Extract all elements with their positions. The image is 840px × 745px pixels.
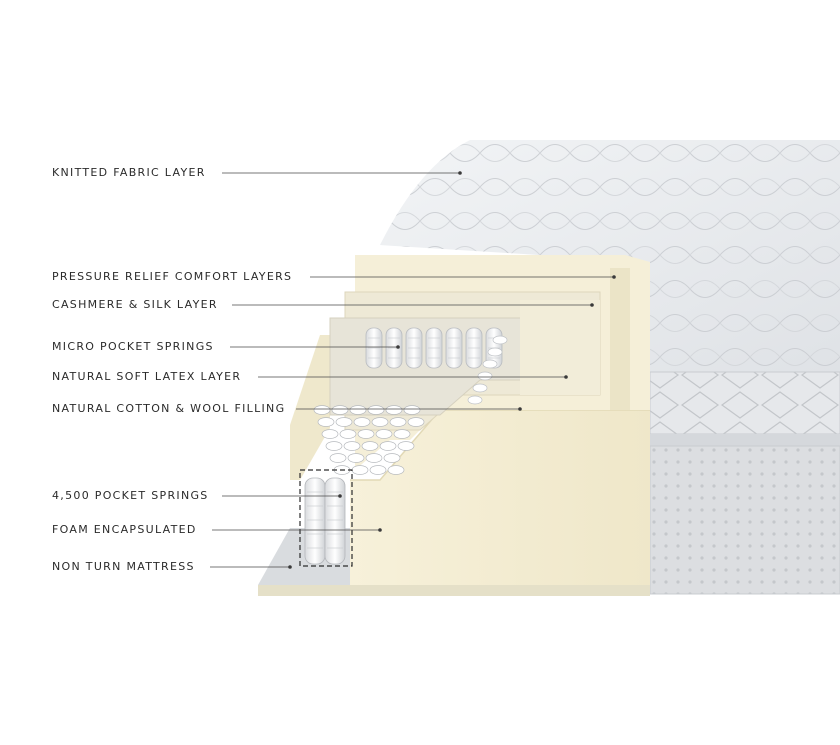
- pocket-spring-top: [325, 441, 343, 451]
- pocket-spring-top: [357, 429, 375, 439]
- micro-spring-top: [472, 383, 488, 393]
- pocket-spring-top: [371, 417, 389, 427]
- label-micro-pocket-springs: MICRO POCKET SPRINGS: [52, 340, 214, 353]
- pocket-spring-top: [339, 429, 357, 439]
- pocket-spring: [324, 477, 346, 565]
- pocket-spring-top: [407, 417, 425, 427]
- micro-spring: [365, 327, 383, 369]
- leader-dot-foam-encapsulated: [378, 528, 382, 532]
- label-cashmere-silk-layer: CASHMERE & SILK LAYER: [52, 298, 218, 311]
- pocket-spring-top: [385, 405, 403, 415]
- callout-leader-lines: [210, 171, 616, 569]
- pocket-spring-top: [313, 405, 331, 415]
- pocket-spring: [304, 477, 326, 565]
- pocket-springs-block: [299, 405, 425, 567]
- pocket-spring-top: [397, 441, 415, 451]
- foam-encapsulation: [290, 335, 650, 585]
- leader-dot-natural-cotton-wool-filling: [518, 407, 522, 411]
- leader-dot-knitted-fabric-layer: [458, 171, 462, 175]
- pocket-spring-top: [389, 417, 407, 427]
- label-foam-encapsulated: FOAM ENCAPSULATED: [52, 523, 197, 536]
- leader-dot-pocket-springs: [338, 494, 342, 498]
- pocket-spring-top: [367, 405, 385, 415]
- pocket-spring-top: [403, 405, 421, 415]
- micro-spring: [385, 327, 403, 369]
- micro-spring-top: [477, 371, 493, 381]
- micro-spring-top: [467, 395, 483, 405]
- micro-spring: [405, 327, 423, 369]
- micro-spring-top: [492, 335, 508, 345]
- micro-spring-top: [482, 359, 498, 369]
- micro-spring: [465, 327, 483, 369]
- pocket-spring-top: [365, 453, 383, 463]
- pocket-spring-top: [321, 429, 339, 439]
- pocket-spring-top: [343, 441, 361, 451]
- label-non-turn-mattress: NON TURN MATTRESS: [52, 560, 195, 573]
- pocket-spring-top: [331, 405, 349, 415]
- label-knitted-fabric-layer: KNITTED FABRIC LAYER: [52, 166, 206, 179]
- pocket-spring-top: [347, 453, 365, 463]
- pocket-spring-top: [317, 417, 335, 427]
- micro-spring-top: [487, 347, 503, 357]
- pocket-spring-top: [369, 465, 387, 475]
- label-natural-cotton-wool-filling: NATURAL COTTON & WOOL FILLING: [52, 402, 286, 415]
- pocket-spring-top: [393, 429, 411, 439]
- leader-dot-non-turn-mattress: [288, 565, 292, 569]
- label-natural-soft-latex-layer: NATURAL SOFT LATEX LAYER: [52, 370, 242, 383]
- pocket-spring-top: [329, 453, 347, 463]
- pocket-spring-top: [383, 453, 401, 463]
- pocket-spring-top: [349, 405, 367, 415]
- leader-dot-micro-pocket-springs: [396, 345, 400, 349]
- pocket-spring-top: [361, 441, 379, 451]
- pocket-spring-top: [351, 465, 369, 475]
- pocket-spring-top: [379, 441, 397, 451]
- micro-spring: [425, 327, 443, 369]
- leader-dot-natural-soft-latex-layer: [564, 375, 568, 379]
- micro-spring: [445, 327, 463, 369]
- mattress-side-panels: [649, 371, 840, 595]
- leader-dot-cashmere-silk-layer: [590, 303, 594, 307]
- micro-pocket-springs-row: [365, 327, 508, 405]
- pocket-spring-top: [375, 429, 393, 439]
- pocket-spring-top: [335, 417, 353, 427]
- pocket-spring-top: [387, 465, 405, 475]
- label-pressure-relief-comfort-layers: PRESSURE RELIEF COMFORT LAYERS: [52, 270, 293, 283]
- pocket-spring-top: [353, 417, 371, 427]
- spring-pocket-outline: [299, 469, 353, 567]
- label-pocket-springs: 4,500 POCKET SPRINGS: [52, 489, 209, 502]
- leader-dot-pressure-relief-comfort-layers: [612, 275, 616, 279]
